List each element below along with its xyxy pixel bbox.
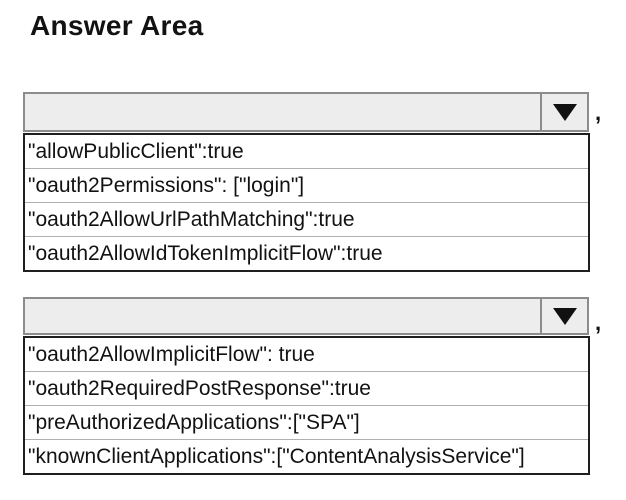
caret-down-icon [552, 103, 577, 121]
option-row[interactable]: "oauth2Permissions": ["login"] [25, 168, 588, 202]
option-row[interactable]: "preAuthorizedApplications":["SPA"] [25, 405, 588, 439]
dropdown-1-open-button[interactable] [540, 94, 587, 130]
option-row[interactable]: "oauth2AllowIdTokenImplicitFlow":true [25, 236, 588, 270]
options-list-2: "oauth2AllowImplicitFlow": true "oauth2R… [23, 336, 590, 475]
answer-dropdown-2[interactable] [23, 297, 589, 335]
dropdown-2-value [31, 299, 535, 333]
option-row[interactable]: "oauth2RequiredPostResponse":true [25, 371, 588, 405]
trailing-comma: , [595, 100, 602, 125]
option-row[interactable]: "oauth2AllowUrlPathMatching":true [25, 202, 588, 236]
caret-down-icon [552, 307, 577, 325]
options-list-1: "allowPublicClient":true "oauth2Permissi… [23, 133, 590, 272]
page-title: Answer Area [30, 10, 204, 41]
answer-dropdown-1[interactable] [23, 92, 589, 132]
option-row[interactable]: "allowPublicClient":true [28, 140, 244, 163]
trailing-comma: , [595, 310, 602, 335]
option-row[interactable]: "oauth2AllowImplicitFlow": true [28, 343, 315, 366]
option-row[interactable]: "knownClientApplications":["ContentAnaly… [25, 439, 588, 473]
dropdown-1-value [31, 94, 535, 130]
dropdown-2-open-button[interactable] [540, 299, 587, 333]
